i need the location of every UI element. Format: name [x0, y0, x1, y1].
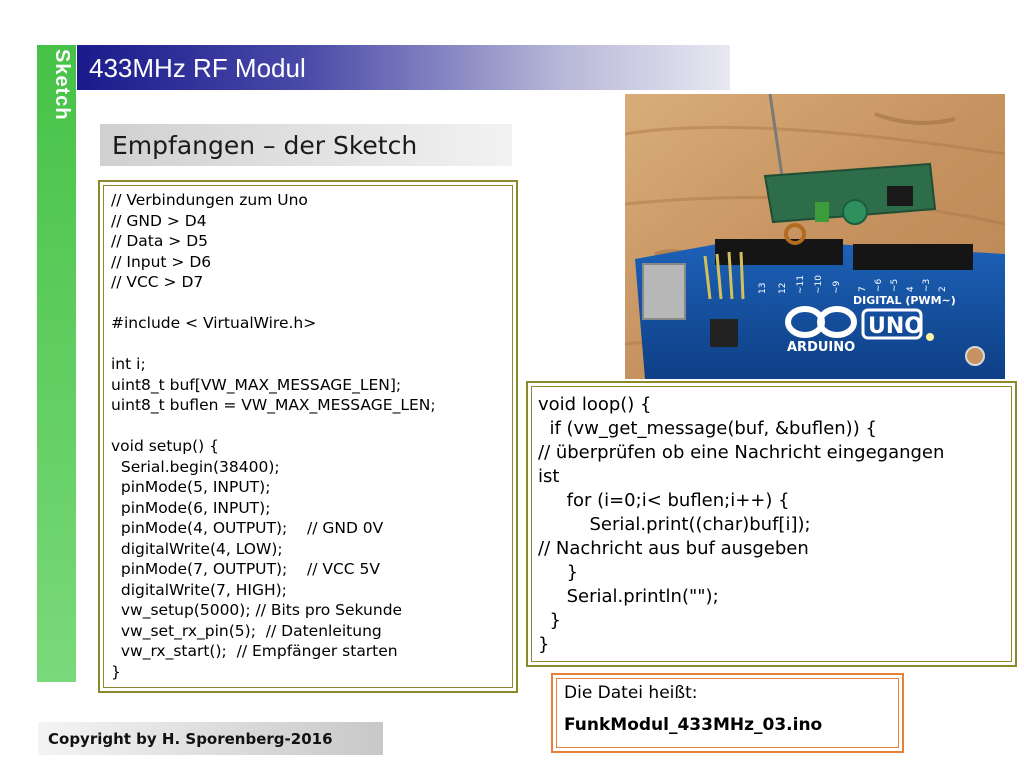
filename-label: Die Datei heißt: [564, 683, 698, 703]
code-line: vw_set_rx_pin(5); // Datenleitung [111, 621, 382, 640]
code-line: Serial.println(""); [538, 586, 719, 607]
page-title: 433MHz RF Modul [89, 53, 306, 83]
pin-labels: 13 12 ~11 ~10 ~9 7 ~6 ~5 4 ~3 2 [758, 275, 948, 294]
code-line: // Data > D5 [111, 232, 209, 250]
code-line: digitalWrite(4, LOW); [111, 539, 283, 558]
filename-value: FunkModul_433MHz_03.ino [564, 715, 823, 735]
code-line: } [111, 662, 121, 681]
code-line: pinMode(4, OUTPUT); // GND 0V [111, 519, 384, 537]
svg-text:13: 13 [758, 283, 768, 294]
code-line: // Verbindungen zum Uno [111, 191, 308, 209]
code-line [111, 416, 436, 437]
copyright-text: Copyright by H. Sporenberg-2016 [48, 730, 333, 748]
code-line: pinMode(6, INPUT); [111, 498, 271, 517]
svg-text:~11: ~11 [796, 275, 806, 294]
code-line: // überprüfen ob eine Nachricht eingegan… [538, 442, 945, 463]
uno-logo-text: UNO [868, 314, 923, 339]
arduino-logo-text: ARDUINO [787, 340, 855, 355]
title-bar: 433MHz RF Modul [77, 45, 730, 90]
code-line: vw_rx_start(); // Empfänger starten [111, 642, 398, 660]
code-line: digitalWrite(7, HIGH); [111, 580, 287, 599]
code-lines-setup: // Verbindungen zum Uno // GND > D4 // D… [111, 190, 436, 682]
filename-box: Die Datei heißt: FunkModul_433MHz_03.ino [551, 673, 904, 753]
antenna-wire [768, 94, 784, 177]
svg-text:2: 2 [938, 286, 948, 292]
header-right [853, 244, 973, 270]
code-line [111, 334, 436, 355]
code-lines-loop: void loop() { if (vw_get_message(buf, &b… [538, 393, 944, 657]
code-line: void loop() { [538, 394, 652, 415]
code-line: uint8_t buf[VW_MAX_MESSAGE_LEN]; [111, 375, 402, 394]
svg-text:~6: ~6 [874, 278, 884, 292]
uno-logo-box [861, 308, 923, 340]
digital-label: DIGITAL (PWM~) [853, 294, 956, 307]
code-box-inner-border [531, 386, 1012, 662]
code-line: Serial.begin(38400); [111, 457, 280, 476]
code-line: } [538, 634, 550, 655]
code-box-inner-border [103, 185, 513, 688]
code-box-loop: void loop() { if (vw_get_message(buf, &b… [526, 381, 1017, 667]
code-line: uint8_t buflen = VW_MAX_MESSAGE_LEN; [111, 396, 436, 414]
svg-text:12: 12 [778, 283, 788, 294]
code-line: if (vw_get_message(buf, &buflen)) { [538, 418, 877, 439]
copyright-bar: Copyright by H. Sporenberg-2016 [38, 722, 383, 755]
filename-box-inner-border [556, 678, 899, 748]
code-line: // Nachricht aus buf ausgeben [538, 538, 809, 559]
svg-text:7: 7 [858, 286, 868, 292]
code-line: for (i=0;i< buflen;i++) { [538, 490, 790, 511]
header-left [715, 239, 843, 265]
arduino-photo: 13 12 ~11 ~10 ~9 7 ~6 ~5 4 ~3 2 DIGITAL … [625, 94, 1005, 379]
rf-trimmer [842, 199, 868, 225]
code-line: // Input > D6 [111, 252, 212, 271]
code-line: int i; [111, 355, 146, 373]
code-line: void setup() { [111, 437, 219, 455]
svg-text:~10: ~10 [814, 275, 824, 294]
svg-text:4: 4 [906, 286, 916, 292]
code-box-setup: // Verbindungen zum Uno // GND > D4 // D… [98, 180, 518, 693]
code-line: } [538, 610, 561, 631]
code-line: } [538, 562, 579, 583]
svg-text:~9: ~9 [832, 280, 842, 294]
subtitle-box: Empfangen – der Sketch [100, 124, 512, 166]
rf-coil [784, 223, 806, 245]
arduino-logo [785, 306, 857, 338]
code-line: Serial.print((char)buf[i]); [538, 514, 811, 535]
mount-hole [965, 346, 985, 366]
rf-capacitor [815, 202, 829, 222]
side-label: Sketch [51, 49, 73, 121]
code-line: vw_setup(5000); // Bits pro Sekunde [111, 601, 403, 619]
side-bar [37, 45, 76, 682]
led [926, 333, 934, 341]
svg-text:~3: ~3 [922, 279, 932, 292]
rf-module [763, 162, 937, 224]
ic-chip [710, 319, 738, 347]
subtitle: Empfangen – der Sketch [112, 131, 418, 160]
code-line: // GND > D4 [111, 211, 207, 230]
code-line: ist [538, 466, 560, 487]
header-pins [703, 251, 745, 300]
code-line [111, 293, 436, 314]
svg-text:~5: ~5 [890, 279, 900, 292]
rf-chip [887, 186, 913, 206]
code-line: pinMode(5, INPUT); [111, 478, 271, 496]
code-line: pinMode(7, OUTPUT); // VCC 5V [111, 560, 380, 578]
code-line: #include < VirtualWire.h> [111, 314, 317, 332]
usb-connector [642, 263, 686, 320]
code-line: // VCC > D7 [111, 273, 204, 291]
